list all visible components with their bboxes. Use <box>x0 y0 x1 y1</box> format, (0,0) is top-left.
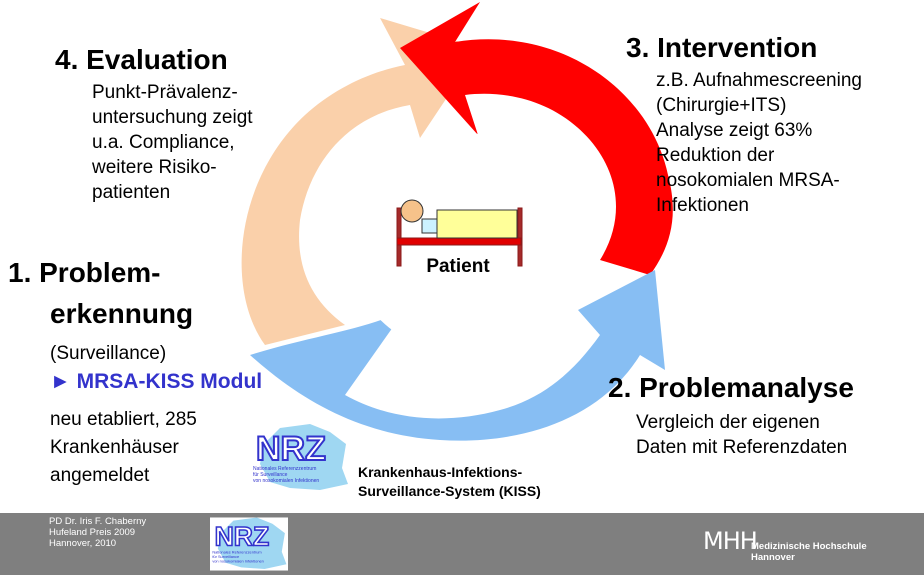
evaluation-text: Punkt-Prävalenz- untersuchung zeigt u.a.… <box>92 82 253 203</box>
footer-nrz-logo: NRZ Nationales Referenzzentrum für Surve… <box>210 517 288 571</box>
mhh-mark: MHH <box>703 527 758 555</box>
kiss-label: Krankenhaus-Infektions- Surveillance-Sys… <box>358 464 541 499</box>
problemerkennung-sub: (Surveillance) <box>50 343 167 364</box>
mrsa-kiss-module: ► MRSA-KISS Modul <box>50 370 263 393</box>
problemerkennung-heading-line2: erkennung <box>50 298 194 329</box>
center-label: Patient <box>426 256 490 277</box>
mhh-logo: MHH Medizinische Hochschule Hannover <box>703 527 867 563</box>
patient-bed-icon <box>396 199 523 267</box>
nrz-logo: NRZ Nationales Referenzzentrum für Surve… <box>253 424 348 490</box>
svg-text:Nationales Referenzzentrum: Nationales Referenzzentrum für Surveilla… <box>253 466 319 484</box>
nrz-mark: NRZ <box>256 430 326 468</box>
problemanalyse-heading: 2. Problemanalyse <box>608 372 854 403</box>
svg-text:NRZ: NRZ <box>215 522 269 552</box>
mhh-institution: Medizinische Hochschule Hannover <box>751 541 867 563</box>
intervention-text: z.B. Aufnahmescreening (Chirurgie+ITS) A… <box>656 70 862 216</box>
problemerkennung-text: neu etabliert, 285 Krankenhäuser angemel… <box>50 409 197 486</box>
arrow-evaluation <box>241 18 480 345</box>
footer-bar: PD Dr. Iris F. Chaberny Hufeland Preis 2… <box>0 513 924 575</box>
arrow-problemanalyse <box>250 270 665 441</box>
svg-text:Nationales Referenzzentrum: Nationales Referenzzentrum für Surveilla… <box>212 549 263 563</box>
problemanalyse-text: Vergleich der eigenen Daten mit Referenz… <box>636 412 848 458</box>
footer-author: PD Dr. Iris F. Chaberny Hufeland Preis 2… <box>49 516 147 549</box>
problemerkennung-heading-line1: 1. Problem- <box>8 257 161 288</box>
arrow-intervention <box>400 2 673 275</box>
intervention-heading: 3. Intervention <box>626 32 818 63</box>
evaluation-heading: 4. Evaluation <box>55 44 228 75</box>
